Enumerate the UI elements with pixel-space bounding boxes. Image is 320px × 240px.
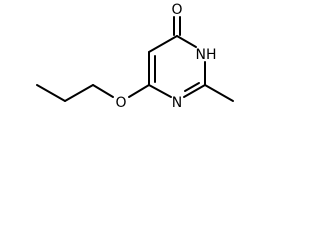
bond-o-ch2 [92, 84, 114, 98]
ring-nh-label: NH [196, 47, 217, 63]
bond-n1-c2-inner [184, 82, 200, 92]
bond-c2-methyl [204, 84, 234, 102]
bond-c6-o-ether [128, 84, 150, 98]
structure-diagram: O NH N O [36, 2, 234, 111]
ether-oxygen-label: O [115, 95, 126, 111]
bond-c6-n1 [148, 84, 172, 98]
carbonyl-oxygen-label: O [171, 2, 182, 18]
ring-n-label: N [172, 95, 182, 111]
bond-ch2-ch3 [36, 84, 66, 102]
bond-ch2-ch2 [64, 84, 94, 102]
bond-n1-c2 [183, 84, 206, 98]
bond-n3-c4 [176, 35, 197, 48]
bond-c4-c5 [148, 35, 178, 53]
